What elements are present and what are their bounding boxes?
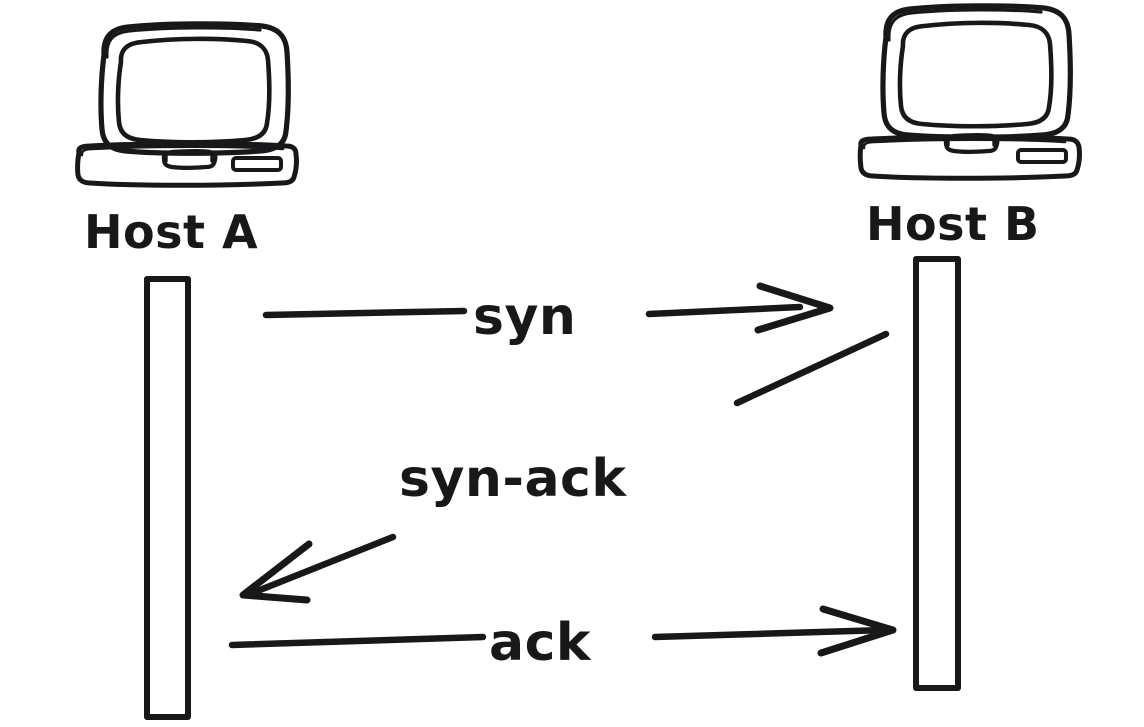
host-a-label: Host A xyxy=(84,205,258,259)
message-label-syn-ack: syn-ack xyxy=(399,449,627,509)
message-label-ack: ack xyxy=(489,613,592,673)
desktop-computer-icon-host-b xyxy=(857,3,1082,181)
message-arrow-syn xyxy=(262,282,834,334)
lifeline-host-a xyxy=(144,276,191,720)
message-arrow-ack xyxy=(228,605,897,657)
lifeline-host-b xyxy=(913,256,961,691)
message-arrow-syn-ack xyxy=(239,330,890,604)
message-label-syn: syn xyxy=(473,287,576,347)
desktop-computer-icon-host-a xyxy=(75,21,299,188)
host-b-label: Host B xyxy=(866,197,1040,251)
